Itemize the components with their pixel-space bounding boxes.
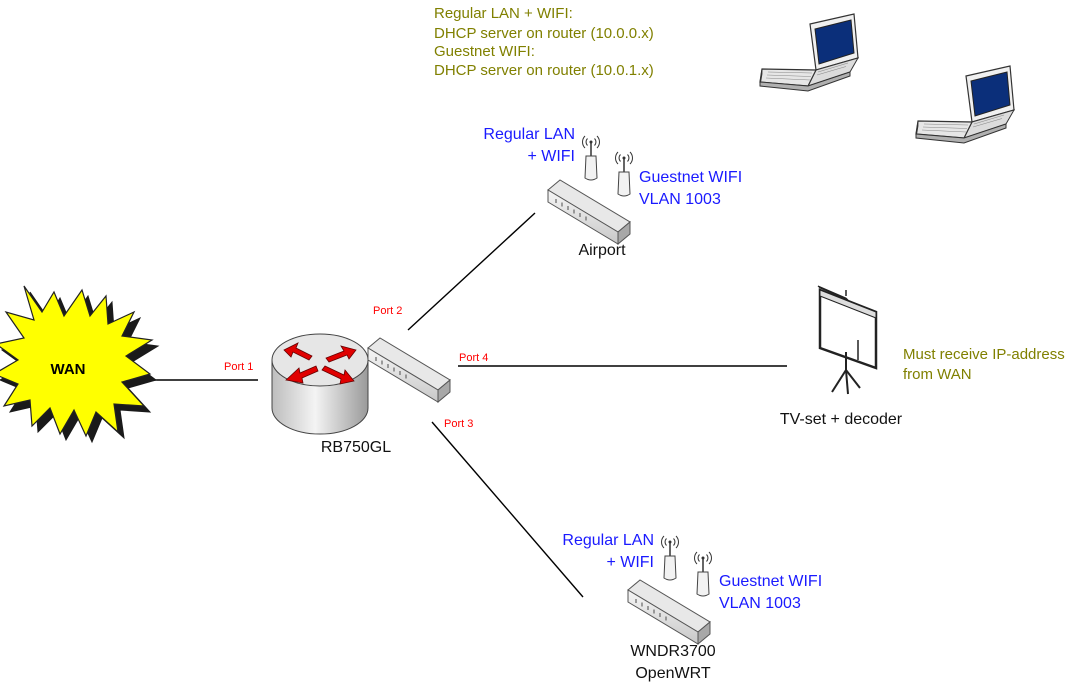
laptop-icon bbox=[915, 65, 1015, 144]
wndr3700-access-point: Regular LAN + WIFI Guestnet WIFI VLAN 10… bbox=[562, 532, 822, 682]
wndr-guest-label-1: Guestnet WIFI bbox=[719, 573, 822, 590]
router-switch bbox=[367, 337, 451, 403]
port-4-label: Port 4 bbox=[459, 352, 488, 364]
wndr-lan-label-2: + WIFI bbox=[606, 554, 654, 571]
port-2-label: Port 2 bbox=[373, 305, 402, 317]
wan-label: WAN bbox=[51, 361, 86, 378]
wndr-lan-label-1: Regular LAN bbox=[562, 532, 654, 549]
router-rb750gl: RB750GL bbox=[271, 333, 391, 456]
tv-note: Must receive IP-address from WAN bbox=[903, 346, 1065, 383]
router-label: RB750GL bbox=[321, 439, 391, 456]
link-port3-wndr bbox=[431, 421, 584, 598]
airport-label: Airport bbox=[578, 242, 626, 259]
airport-lan-label-1: Regular LAN bbox=[483, 126, 575, 143]
link-port2-airport bbox=[407, 212, 536, 331]
airport-guest-label-2: VLAN 1003 bbox=[639, 191, 721, 208]
antenna-icon bbox=[660, 535, 680, 581]
laptop-icon bbox=[759, 13, 859, 92]
tv-screen-icon bbox=[817, 285, 878, 395]
dhcp-note-line-3: Guestnet WIFI: bbox=[434, 43, 535, 60]
dhcp-note-line-1: Regular LAN + WIFI: bbox=[434, 5, 573, 22]
wndr-label-2: OpenWRT bbox=[635, 665, 711, 682]
port-1-label: Port 1 bbox=[224, 361, 253, 373]
dhcp-note-line-2: DHCP server on router (10.0.0.x) bbox=[434, 25, 654, 42]
tv-note-line-2: from WAN bbox=[903, 366, 972, 383]
dhcp-note: Regular LAN + WIFI: DHCP server on route… bbox=[434, 5, 654, 79]
router-arrows-icon bbox=[283, 342, 357, 385]
airport-guest-label-1: Guestnet WIFI bbox=[639, 169, 742, 186]
antenna-icon bbox=[614, 151, 634, 197]
airport-access-point: Regular LAN + WIFI Guestnet WIFI VLAN 10… bbox=[483, 126, 742, 259]
airport-lan-label-2: + WIFI bbox=[527, 148, 575, 165]
wan-cloud: WAN bbox=[0, 285, 160, 444]
antenna-icon bbox=[693, 551, 713, 597]
port-3-label: Port 3 bbox=[444, 418, 473, 430]
tv-note-line-1: Must receive IP-address bbox=[903, 346, 1065, 363]
wndr-label-1: WNDR3700 bbox=[630, 643, 715, 660]
wndr-guest-label-2: VLAN 1003 bbox=[719, 595, 801, 612]
tv-label: TV-set + decoder bbox=[780, 411, 903, 428]
antenna-icon bbox=[581, 135, 601, 181]
dhcp-note-line-4: DHCP server on router (10.0.1.x) bbox=[434, 62, 654, 79]
